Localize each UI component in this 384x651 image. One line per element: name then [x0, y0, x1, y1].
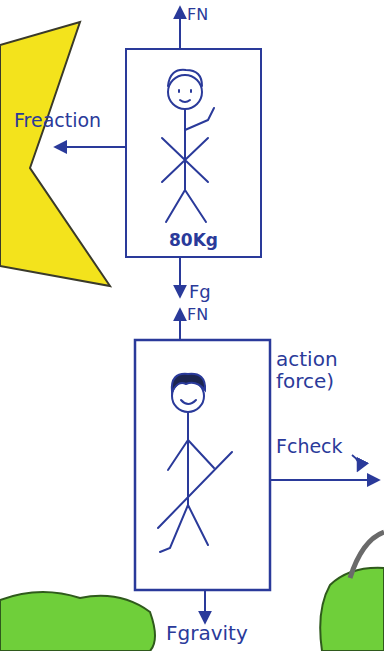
branch — [350, 532, 384, 578]
body-box: 80Kg — [125, 48, 262, 258]
force-label: action force) — [276, 348, 376, 392]
force-label: Fg — [189, 282, 211, 302]
bush-right — [320, 568, 384, 651]
body-box-lower — [135, 340, 270, 590]
star-decoration — [0, 22, 110, 286]
force-label: Fcheck — [276, 436, 343, 457]
force-label: FN — [187, 6, 208, 24]
force-arrows — [56, 8, 378, 622]
force-label: Freaction — [14, 110, 101, 131]
stick-figure-lower — [158, 374, 232, 552]
bush-left — [0, 592, 155, 651]
force-label: Fgravity — [166, 622, 248, 644]
stick-figure-top — [162, 70, 214, 222]
mass-label: 80Kg — [127, 230, 260, 250]
force-label: FN — [187, 306, 208, 324]
